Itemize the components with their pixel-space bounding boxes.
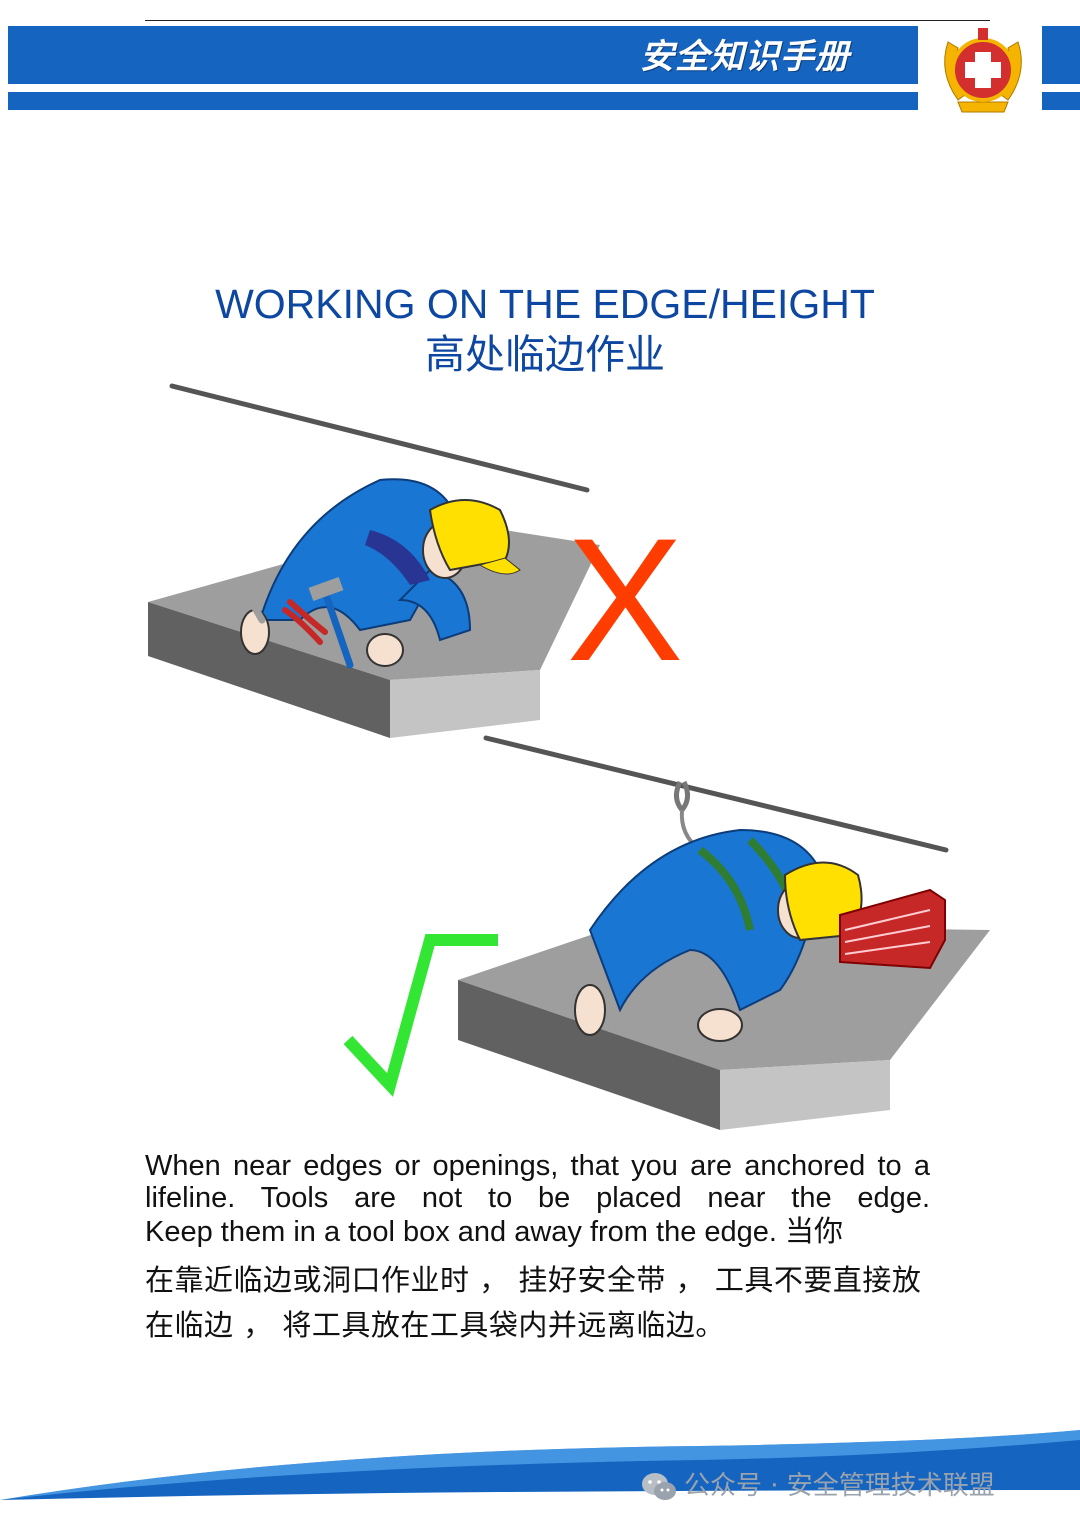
instruction-text-english-2: Keep them in a tool box and away from th…: [145, 1216, 844, 1248]
toolbox-icon: [839, 888, 946, 970]
header-band: [8, 26, 918, 84]
footer-wave: [0, 1430, 1080, 1500]
slab-front-right: [458, 980, 720, 1130]
header-band-right-lower: [1042, 92, 1080, 110]
pliers-icon: [282, 599, 328, 645]
slab-front: [148, 602, 390, 738]
instruction-text-chinese: 在靠近临边或洞口作业时 ， 挂好安全带 ， 工具不要直接放在临边 ， 将工具放在…: [145, 1263, 922, 1342]
page-title-chinese: 高处临边作业: [425, 332, 665, 378]
header-band-lower: [8, 92, 918, 110]
slab-side: [390, 670, 540, 738]
slab-side-right: [720, 1060, 890, 1130]
worker-vest: [365, 530, 430, 585]
safety-cross-emblem-icon: [944, 28, 1022, 113]
hammer-icon: [321, 588, 354, 669]
instruction-text-english: When near edges or openings, that you ar…: [145, 1150, 930, 1214]
worker-hand-right-right: [697, 1008, 743, 1042]
footer-credit: 公众号 · 安全管理技术联盟: [640, 1466, 1070, 1506]
wire-without-harness: [169, 383, 590, 493]
worker-hand-left: [240, 609, 270, 655]
illustration-area: X: [148, 383, 990, 1130]
footer-text: 公众号 · 安全管理技术联盟: [684, 1471, 995, 1501]
wrench-icon: [236, 578, 266, 624]
page-title-english: WORKING ON THE EDGE/HEIGHT: [215, 281, 875, 327]
worker-hand-right: [366, 633, 404, 667]
wrong-mark: X: [567, 503, 684, 698]
top-rule: [145, 20, 990, 21]
header-band-right: [1042, 26, 1080, 84]
wechat-icon: [642, 1472, 676, 1500]
worker-hand-left-right: [574, 984, 606, 1036]
correct-practice-illustration: [343, 735, 990, 1130]
worker-arm: [397, 568, 472, 642]
right-mark: [343, 934, 498, 1097]
hard-hat: [428, 499, 510, 572]
header-title: 安全知识手册: [640, 37, 850, 77]
lifeline-wire: [483, 735, 949, 853]
wrong-practice-illustration: X: [148, 383, 684, 738]
